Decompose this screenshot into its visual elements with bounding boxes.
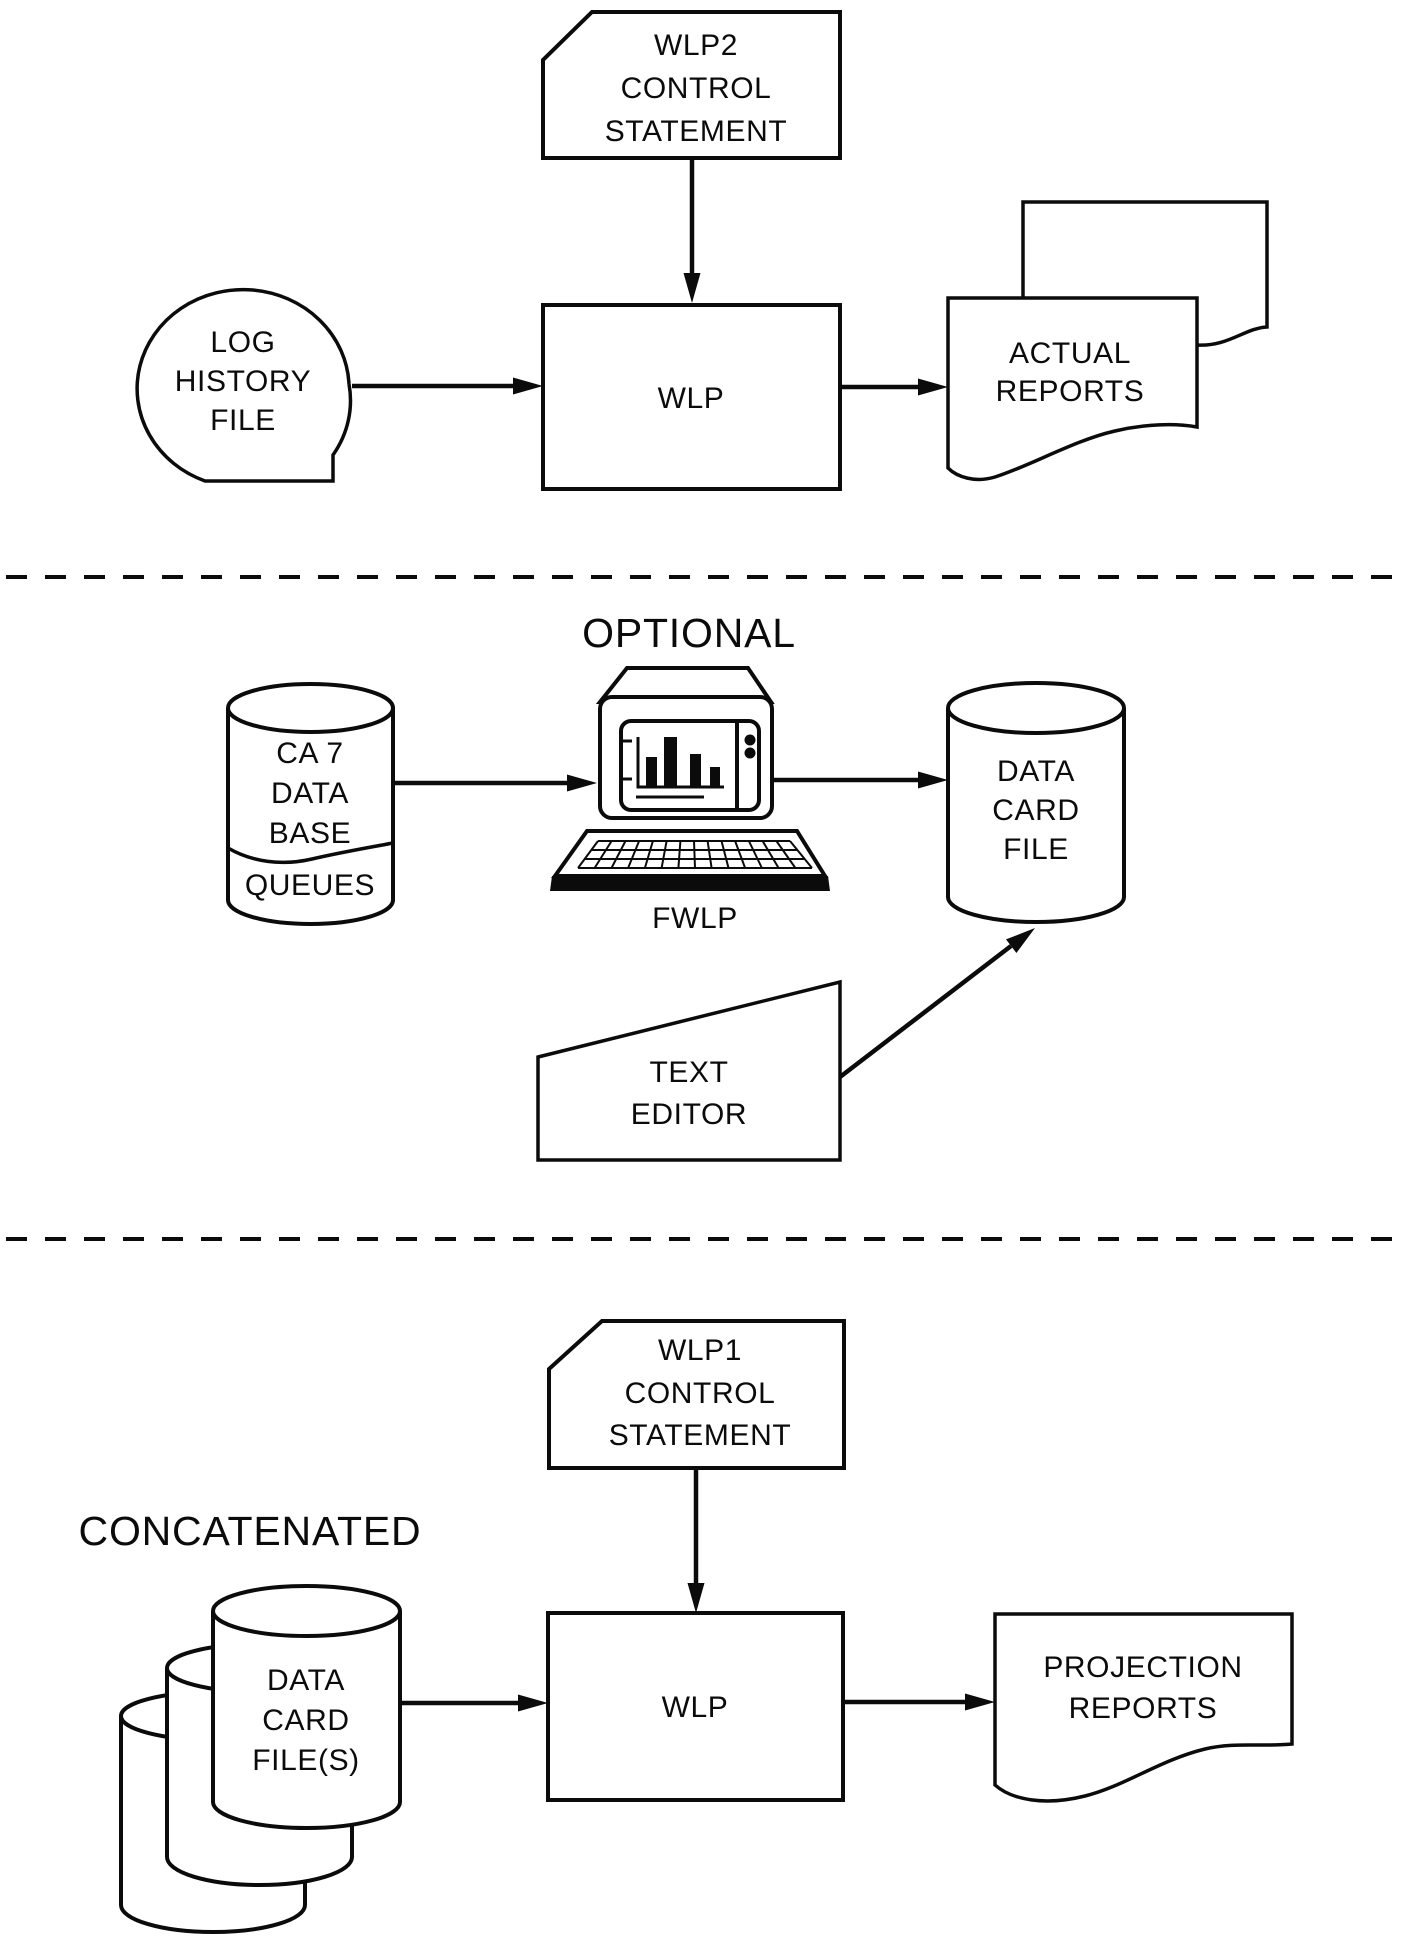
actual-reports-documents: ACTUAL REPORTS: [946, 200, 1269, 482]
data-card-file-cylinder: DATA CARD FILE: [946, 681, 1126, 924]
report-document-shape: [993, 1612, 1294, 1803]
manual-input-shape: [536, 979, 842, 1162]
process-label: WLP: [662, 1691, 729, 1724]
arrow-wlp-to-actual-reports: [840, 378, 948, 396]
wlp1-control-statement-card: WLP1 CONTROL STATEMENT: [547, 1319, 846, 1470]
cylinder-line: CARD: [992, 794, 1079, 827]
punched-card-shape: [541, 10, 842, 160]
arrow-data-card-files-to-wlp: [400, 1694, 548, 1712]
editor-line: TEXT: [649, 1056, 728, 1089]
editor-line: EDITOR: [631, 1098, 747, 1131]
terminal-label: FWLP: [652, 902, 738, 935]
cylinder-line: BASE: [269, 817, 351, 850]
wlp-process-box-top: WLP: [541, 303, 842, 491]
projection-reports-document: PROJECTION REPORTS: [993, 1612, 1294, 1803]
card-line: STATEMENT: [609, 1419, 792, 1452]
arrow-wlp2-to-wlp: [683, 160, 701, 303]
cylinder-front: DATA CARD FILE(S): [211, 1584, 402, 1830]
report-line: REPORTS: [996, 375, 1145, 408]
wlp-process-box-bottom: WLP: [546, 1611, 845, 1802]
section-optional-fwlp: OPTIONAL CA 7 DATA BASE QUEUES: [226, 610, 1126, 1162]
arrow-fwlp-to-data-card-file: [772, 771, 948, 789]
arrow-text-editor-to-data-card-file: [838, 928, 1035, 1079]
log-history-file-tape: LOG HISTORY FILE: [135, 287, 353, 483]
cylinder-line: DATA: [267, 1664, 345, 1697]
process-box-shape: [541, 303, 842, 491]
magnetic-tape-shape: [135, 287, 353, 483]
cylinder-line: CA 7: [276, 737, 343, 770]
cylinder-line: DATA: [271, 777, 349, 810]
card-line: CONTROL: [621, 72, 772, 105]
cylinder-lid-arc: [946, 707, 1126, 735]
wlp2-control-statement-card: WLP2 CONTROL STATEMENT: [541, 10, 842, 160]
cylinder-lid-arc: [226, 707, 395, 734]
cylinder-divider-wave: [227, 841, 394, 865]
card-line: WLP2: [654, 29, 738, 62]
report-line: PROJECTION: [1043, 1651, 1242, 1684]
tape-line: FILE: [210, 404, 276, 437]
report-document-front-shape: [946, 296, 1199, 482]
cylinder-line: QUEUES: [245, 869, 375, 902]
cylinder-line: CARD: [262, 1704, 349, 1737]
card-line: CONTROL: [625, 1377, 776, 1410]
process-label: WLP: [658, 382, 725, 415]
cylinder-shape: [946, 681, 1126, 924]
cylinder-line: DATA: [997, 755, 1075, 788]
section-projection-reports-flow: WLP1 CONTROL STATEMENT CONCATENATED: [79, 1319, 1294, 1934]
punched-card-shape: [547, 1319, 846, 1470]
cylinder-line: FILE(S): [252, 1744, 360, 1777]
optional-heading: OPTIONAL: [582, 610, 796, 656]
arrow-wlp1-to-wlp: [687, 1470, 705, 1613]
concatenated-data-card-files: DATA CARD FILE(S): [119, 1584, 402, 1934]
text-editor-shape: TEXT EDITOR: [536, 979, 842, 1162]
arrow-log-history-to-wlp: [352, 377, 543, 395]
tape-line: LOG: [210, 326, 275, 359]
fwlp-terminal: FWLP: [550, 666, 830, 935]
arrow-wlp-to-projection-reports: [843, 1693, 995, 1711]
arrow-ca7-to-fwlp: [393, 774, 597, 792]
card-line: WLP1: [658, 1334, 742, 1367]
report-line: REPORTS: [1069, 1692, 1218, 1725]
computer-terminal-icon: [550, 666, 830, 891]
cylinder-line: FILE: [1003, 833, 1069, 866]
ca7-database-cylinder: CA 7 DATA BASE QUEUES: [226, 682, 395, 926]
cylinder-shape: [226, 682, 395, 926]
process-box-shape: [546, 1611, 845, 1802]
tape-line: HISTORY: [175, 365, 311, 398]
card-line: STATEMENT: [605, 115, 788, 148]
report-line: ACTUAL: [1009, 337, 1131, 370]
concatenated-heading: CONCATENATED: [79, 1508, 422, 1554]
section-actual-reports-flow: WLP2 CONTROL STATEMENT LOG HISTORY FILE …: [135, 10, 1269, 491]
